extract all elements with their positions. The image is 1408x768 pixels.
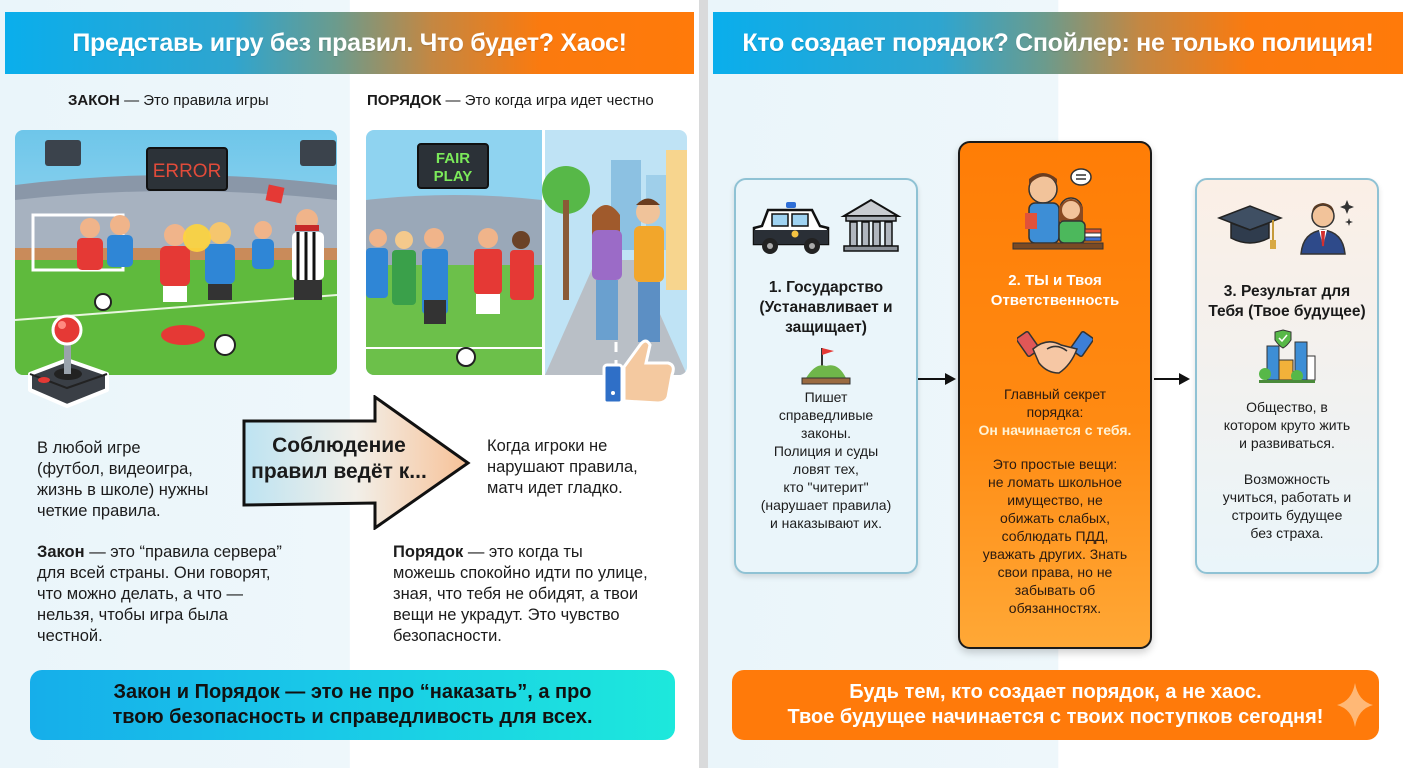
- right-footer-line2: Твое будущее начинается с твоих поступко…: [787, 706, 1324, 728]
- flow-arrow-2-head: [1179, 373, 1190, 385]
- order-heading-definition: — Это когда игра идет честно: [445, 92, 654, 109]
- svg-text:FAIR: FAIR: [436, 150, 470, 167]
- right-infographic-panel: Кто создает порядок? Спойлер: не только …: [708, 0, 1408, 768]
- right-footer-message: Будь тем, кто создает порядок, а не хаос…: [732, 670, 1379, 740]
- joystick-icon: [22, 312, 112, 408]
- fairplay-illustration: FAIR PLAY: [366, 130, 687, 375]
- order-term: Порядок: [393, 543, 464, 561]
- card-state: 1. Государство (Устанавливает и защищает…: [734, 178, 918, 574]
- flow-arrow-1: [918, 378, 946, 380]
- law-paragraph: Закон — это “правила сервера” для всей с…: [37, 543, 282, 645]
- card-you-title: 2. ТЫ и Твоя: [1008, 272, 1102, 289]
- card-state-title: 1. Государство: [768, 279, 884, 296]
- police-car-icon: [752, 202, 830, 254]
- flow-arrow-1-head: [945, 373, 956, 385]
- handshake-icon: [1015, 331, 1095, 374]
- arrow-label-line1: Соблюдение: [272, 434, 406, 457]
- left-banner-title: Представь игру без правил. Что будет? Ха…: [5, 12, 694, 74]
- card-you-responsibility: 2. ТЫ и Твоя Ответственность Главный сек…: [958, 141, 1152, 649]
- thumbs-up-icon: [600, 335, 678, 407]
- order-heading-term: ПОРЯДОК: [367, 92, 442, 109]
- law-heading-definition: — Это правила игры: [124, 92, 269, 109]
- graduation-cap-icon: [1217, 205, 1283, 249]
- students-icon: [1012, 168, 1104, 250]
- arrow-label-line2: правил ведёт к...: [251, 460, 427, 483]
- left-footer-line1: Закон и Порядок — это не про “наказать”,…: [113, 681, 592, 703]
- svg-text:PLAY: PLAY: [434, 168, 473, 185]
- smooth-match-paragraph: Когда игроки не нарушают правила, матч и…: [487, 437, 638, 497]
- flow-arrow-2: [1154, 378, 1180, 380]
- order-paragraph: Порядок — это когда ты можешь спокойно и…: [393, 543, 648, 645]
- card-result-future: 3. Результат для Тебя (Твое будущее) Общ…: [1195, 178, 1379, 574]
- intro-paragraph: В любой игре (футбол, видеоигра, жизнь в…: [37, 439, 209, 520]
- order-heading: ПОРЯДОК — Это когда игра идет честно: [367, 92, 654, 109]
- flag-hill-icon: [801, 348, 851, 385]
- right-banner-title: Кто создает порядок? Спойлер: не только …: [713, 12, 1403, 74]
- left-footer-line2: твою безопасность и справедливость для в…: [112, 706, 593, 728]
- law-heading-term: ЗАКОН: [68, 92, 120, 109]
- card-you-highlight: Он начинается с тебя.: [978, 422, 1132, 438]
- sparkle-icon: [1337, 683, 1373, 727]
- right-footer-line1: Будь тем, кто создает порядок, а не хаос…: [849, 681, 1262, 703]
- left-footer-message: Закон и Порядок — это не про “наказать”,…: [30, 670, 675, 740]
- svg-text:ERROR: ERROR: [153, 161, 222, 182]
- law-term: Закон: [37, 543, 85, 561]
- leads-to-arrow: Соблюдение правил ведёт к...: [240, 395, 472, 530]
- left-infographic-panel: Представь игру без правил. Что будет? Ха…: [0, 0, 699, 768]
- government-building-icon: [840, 198, 902, 252]
- safe-city-icon: [1259, 329, 1316, 383]
- players-handshake: [366, 228, 534, 367]
- card-result-title: 3. Результат для: [1223, 283, 1351, 300]
- chaos-football-illustration: ERROR: [15, 130, 337, 375]
- players-fighting: [77, 209, 324, 356]
- professional-icon: [1300, 200, 1354, 255]
- law-heading: ЗАКОН — Это правила игры: [68, 92, 269, 109]
